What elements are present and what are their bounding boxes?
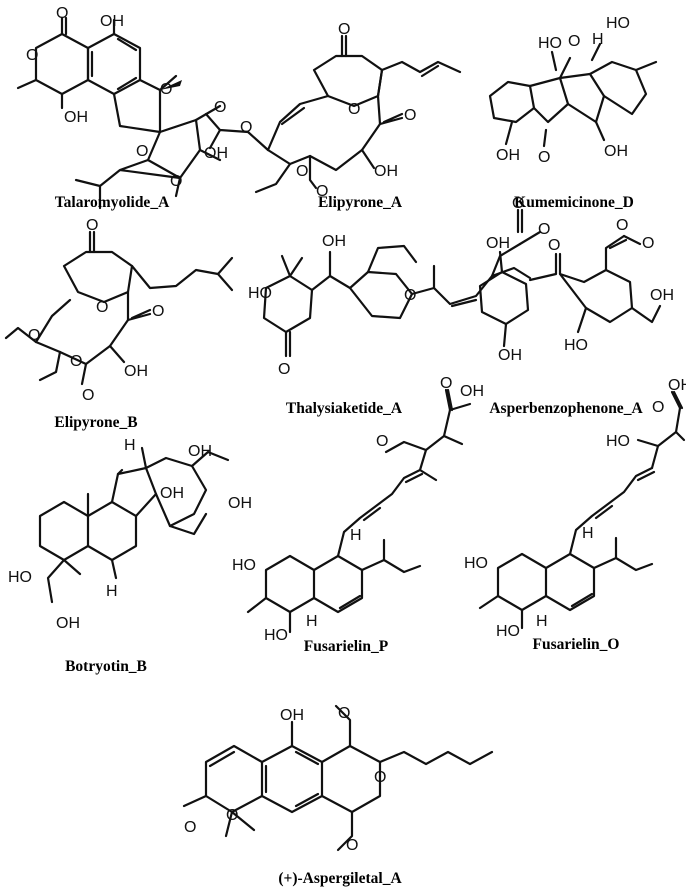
structure-aspergiletal-a [182,704,494,852]
structure-talaromyolide-a [16,16,222,210]
atom-label: OH [64,109,88,126]
caption-botryotin-b: Botryotin_B [65,658,147,675]
atom-label: O [642,235,654,252]
atom-label: O [240,119,252,136]
caption-kumemicinone-d: Kumemicinone_D [514,194,634,211]
caption-fusarielin-o: Fusarielin_O [533,636,620,653]
structure-asperbenzophenone-a [478,234,662,348]
atom-label: O [296,163,308,180]
atom-label: O [278,361,290,378]
atom-label: H [124,437,136,454]
structure-fusarielin-o [478,390,686,630]
caption-aspergiletal-a: (+)-Aspergiletal_A [278,870,402,887]
atom-label: O [348,101,360,118]
atom-label: OH [498,347,522,364]
atom-label: H [306,613,318,630]
atom-label: OH [160,485,184,502]
atom-label: OH [604,143,628,160]
atom-label: O [26,47,38,64]
atom-label: O [70,353,82,370]
atom-label: HO [264,627,288,644]
atom-label: OH [460,383,484,400]
atom-label: O [346,837,358,854]
caption-talaromyolide-a: Talaromyolide_A [55,194,170,211]
structure-fusarielin-p [246,388,472,634]
caption-asperbenzophenone-a: Asperbenzophenone_A [489,400,643,417]
atom-label: O [86,217,98,234]
atom-label: OH [650,287,674,304]
atom-label: O [160,81,172,98]
atom-label: O [316,183,328,200]
atom-label: HO [538,35,562,52]
atom-label: O [214,99,226,116]
atom-label: O [338,21,350,38]
atom-label: OH [124,363,148,380]
caption-elipyrone-a: Elipyrone_A [318,194,403,211]
atom-label: OH [322,233,346,250]
atom-label: HO [464,555,488,572]
atom-label: O [538,221,550,238]
atom-label: O [376,433,388,450]
structure-elipyrone-a [204,34,462,194]
atom-label: HO [606,15,630,32]
caption-elipyrone-b: Elipyrone_B [54,414,137,431]
atom-label: HO [606,433,630,450]
atom-label: O [652,399,664,416]
atom-label: O [170,173,182,190]
atom-label: O [184,819,196,836]
atom-label: O [568,33,580,50]
atom-label: O [404,107,416,124]
structure-thalysiaketide-a [262,208,542,358]
atom-label: O [136,143,148,160]
structure-kumemicinone-d [488,42,658,148]
atom-label: H [536,613,548,630]
atom-label: O [338,705,350,722]
atom-label: HO [248,285,272,302]
atom-label: OH [496,147,520,164]
caption-thalysiaketide-a: Thalysiaketide_A [286,400,403,417]
atom-label: HO [8,569,32,586]
atom-label: O [538,149,550,166]
atom-label: OH [374,163,398,180]
atom-label: O [404,287,416,304]
atom-label: HO [232,557,256,574]
atom-label: OH [668,377,686,394]
atom-label: HO [564,337,588,354]
atom-label: O [440,375,452,392]
atom-label: O [616,217,628,234]
atom-label: OH [188,443,212,460]
atom-label: H [592,31,604,48]
atom-label: OH [204,145,228,162]
atom-label: OH [228,495,252,512]
structure-botryotin-b [38,446,230,604]
atom-label: O [374,769,386,786]
atom-label: O [226,807,238,824]
atom-label: OH [486,235,510,252]
atom-label: O [28,327,40,344]
atom-label: O [82,387,94,404]
atom-label: O [56,5,68,22]
atom-label: O [152,303,164,320]
atom-label: OH [56,615,80,632]
atom-label: OH [100,13,124,30]
atom-label: H [582,525,594,542]
atom-label: O [512,195,524,212]
atom-label: OH [280,707,304,724]
caption-fusarielin-p: Fusarielin_P [304,638,389,655]
atom-label: HO [496,623,520,640]
atom-label: H [106,583,118,600]
atom-label: H [350,527,362,544]
atom-label: O [96,299,108,316]
structure-elipyrone-b [4,230,234,386]
atom-label: O [548,237,560,254]
